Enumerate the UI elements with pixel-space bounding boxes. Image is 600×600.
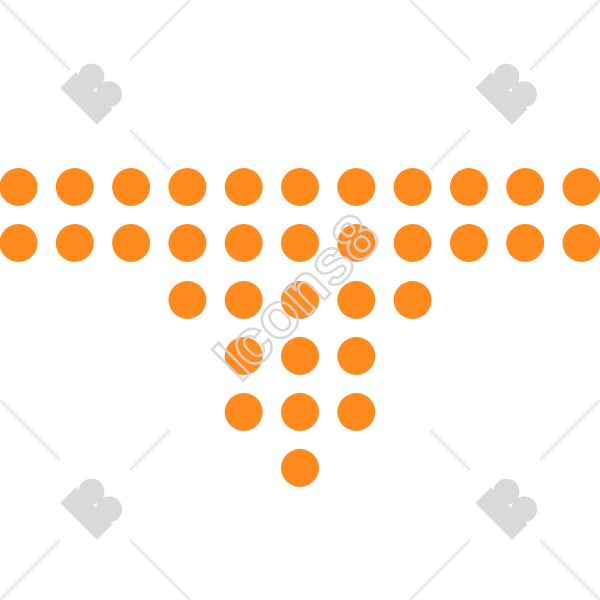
dot bbox=[0, 168, 38, 206]
dot bbox=[281, 393, 319, 431]
dot bbox=[393, 168, 432, 206]
dot bbox=[337, 337, 376, 375]
dot bbox=[337, 281, 376, 319]
watermark-logo bbox=[475, 63, 538, 125]
dot bbox=[224, 224, 263, 262]
dot bbox=[281, 281, 319, 319]
dot bbox=[337, 224, 376, 262]
dot bbox=[55, 168, 94, 206]
watermark-logo bbox=[60, 478, 123, 540]
dot bbox=[337, 393, 376, 431]
dot bbox=[168, 224, 207, 262]
dot bbox=[112, 224, 151, 262]
dot bbox=[112, 168, 151, 206]
dot bbox=[281, 337, 319, 375]
dot bbox=[562, 168, 600, 206]
dotted-t-shape bbox=[0, 168, 600, 487]
dot bbox=[506, 224, 545, 262]
dot bbox=[224, 281, 263, 319]
watermark-logos bbox=[60, 63, 538, 540]
dot bbox=[449, 168, 488, 206]
dot bbox=[562, 224, 600, 262]
dot bbox=[393, 281, 432, 319]
dot bbox=[449, 224, 488, 262]
dot bbox=[168, 281, 207, 319]
dot bbox=[506, 168, 545, 206]
dot bbox=[168, 168, 207, 206]
dot bbox=[281, 168, 319, 206]
dot bbox=[0, 224, 38, 262]
dot bbox=[281, 449, 319, 487]
dot bbox=[281, 224, 319, 262]
dot bbox=[337, 168, 376, 206]
watermark-logo bbox=[60, 63, 123, 125]
dot bbox=[224, 168, 263, 206]
dot bbox=[224, 337, 263, 375]
dot bbox=[393, 224, 432, 262]
dot bbox=[224, 393, 263, 431]
watermark-logo bbox=[475, 478, 538, 540]
dot bbox=[55, 224, 94, 262]
